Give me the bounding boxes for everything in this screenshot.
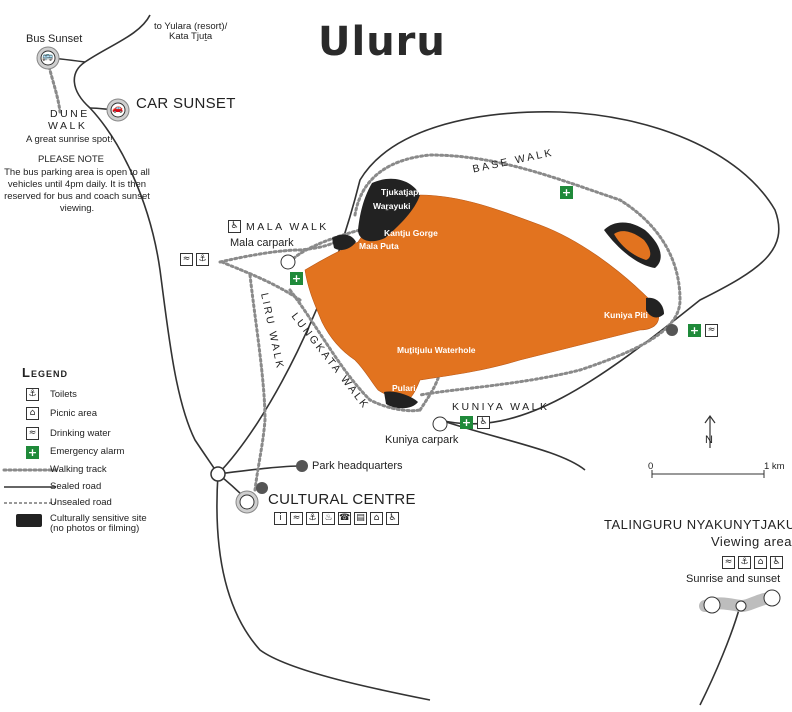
sensitive-site-northwest (358, 178, 420, 242)
junction-marker (210, 466, 226, 482)
cultural-centre-label: CULTURAL CENTRE (268, 491, 416, 508)
legend-emergency-alarm-icon: + (26, 446, 39, 459)
drinking-water-icon: ≈ (705, 324, 718, 337)
mala-carpark-marker (280, 254, 296, 270)
north-label: N (705, 434, 713, 446)
mala-puta-label: Mala Puta (359, 241, 399, 251)
sensitive-site-kuniya-piti (646, 297, 664, 318)
toilets-icon: ⚓ (306, 512, 319, 525)
shelter-icon: ⌂ (754, 556, 767, 569)
location-markers (36, 46, 678, 514)
toilets-icon: ⚓ (738, 556, 751, 569)
pulari-label: Pulari (392, 383, 416, 393)
drinking-water-icon: ≈ (290, 512, 303, 525)
accessible-icon: ♿ (770, 556, 783, 569)
accessible-icon: ♿ (477, 416, 490, 429)
road-top (73, 14, 219, 475)
kuniya-carpark-label: Kuniya carpark (385, 434, 459, 446)
warayuki-label: Waṟayuki (373, 201, 411, 211)
rock-east-outcrop (614, 231, 651, 260)
please-note-heading: PLEASE NOTE (38, 154, 104, 165)
dune-walk-line2: WALK (48, 120, 88, 132)
drinking-water-icon: ≈ (722, 556, 735, 569)
legend-item-sealed-road: Sealed road (50, 481, 102, 492)
legend-item-toilets: Toilets (50, 389, 77, 400)
walking-tracks (46, 60, 682, 492)
talinguru-viewing-area (699, 589, 781, 614)
track-lungkata (288, 288, 422, 413)
track-dune-walk (46, 60, 62, 114)
emergency-alarm-icon: + (688, 324, 701, 337)
talinguru-sub: Viewing area (711, 534, 792, 549)
sensitive-site-swatch (16, 514, 42, 527)
kuniya-piti-dot (666, 324, 678, 336)
sensitive-site-pulari (384, 391, 418, 409)
car-icon: 🚗 (112, 103, 124, 113)
scale-end: 1 km (764, 461, 785, 472)
track-mala-cross (220, 260, 302, 302)
park-hq-label: Park headquarters (312, 460, 403, 472)
dune-walk-note: A great sunrise spot! (26, 134, 113, 145)
scale-start: 0 (648, 461, 654, 472)
car-sunset-label: CAR SUNSET (136, 95, 236, 112)
kantju-gorge-label: Kantju Gorge (384, 228, 438, 238)
bus-sunset-label: Bus Sunset (26, 33, 83, 45)
sensitive-site-mala (332, 234, 356, 250)
drinking-water-icon: ≈ (180, 253, 193, 266)
legend-title: Legend (22, 365, 68, 380)
park-hq-dot (296, 460, 308, 472)
toilets-icon: ⚓ (196, 253, 209, 266)
tjukatjapi-label: Tjukatjapi (381, 187, 421, 197)
scale-bar (651, 470, 765, 478)
emergency-alarm-icon: + (560, 186, 573, 199)
legend-picnic-icon: ⌂ (26, 407, 39, 420)
info-icon: i (274, 512, 287, 525)
legend-swatches (2, 468, 58, 527)
accessible-icon: ♿ (386, 512, 399, 525)
talinguru-sunrise: Sunrise and sunset (686, 573, 781, 585)
cafe-icon: ♨ (322, 512, 335, 525)
kuniya-carpark-marker (432, 416, 448, 432)
road-talinguru (699, 605, 741, 706)
please-note-body: The bus parking area is open to all vehi… (4, 167, 150, 214)
mutitjulu-label: Muṯitjulu Waterhole (397, 345, 476, 355)
road-hq (217, 465, 303, 475)
kuniya-walk-label: KUNIYA WALK (452, 401, 550, 413)
legend-item-drinking-water: Drinking water (50, 428, 111, 439)
legend-item-sensitive-site: Culturally sensitive site (no photos or … (50, 513, 147, 535)
phone-icon: ☎ (338, 512, 351, 525)
emergency-alarm-icon: + (290, 272, 303, 285)
road-south (216, 473, 431, 701)
cultural-centre-dot (256, 482, 268, 494)
shop-icon: ▤ (354, 512, 367, 525)
track-base-walk (353, 153, 682, 397)
talinguru-name: TALINGURU NYAKUNYTJAKU (604, 517, 792, 532)
top-road-label: to Yulara (resort)/ Kata Tjuṯa (154, 21, 228, 43)
mala-walk-label: MALA WALK (246, 221, 329, 233)
emergency-alarm-icon: + (460, 416, 473, 429)
legend-item-emergency-alarm: Emergency alarm (50, 446, 125, 457)
dune-walk-line1: DUNE (50, 108, 90, 120)
legend-drinking-water-icon: ≈ (26, 427, 39, 440)
accessible-icon: ♿ (228, 220, 241, 233)
map-title: Uluru (318, 19, 446, 65)
kuniya-piti-label: Kuniya Piti (604, 310, 648, 320)
north-arrow (704, 414, 716, 448)
bus-icon: 🚌 (42, 51, 54, 61)
uluru-rock (304, 194, 659, 403)
legend-toilets-icon: ⚓ (26, 388, 39, 401)
legend-item-walking-track: Walking track (50, 464, 107, 475)
mala-carpark-label: Mala carpark (230, 237, 294, 249)
legend-item-unsealed-road: Unsealed road (50, 497, 112, 508)
track-liru-walk (248, 273, 267, 492)
legend-item-picnic: Picnic area (50, 408, 97, 419)
picnic-icon: ⌂ (370, 512, 383, 525)
